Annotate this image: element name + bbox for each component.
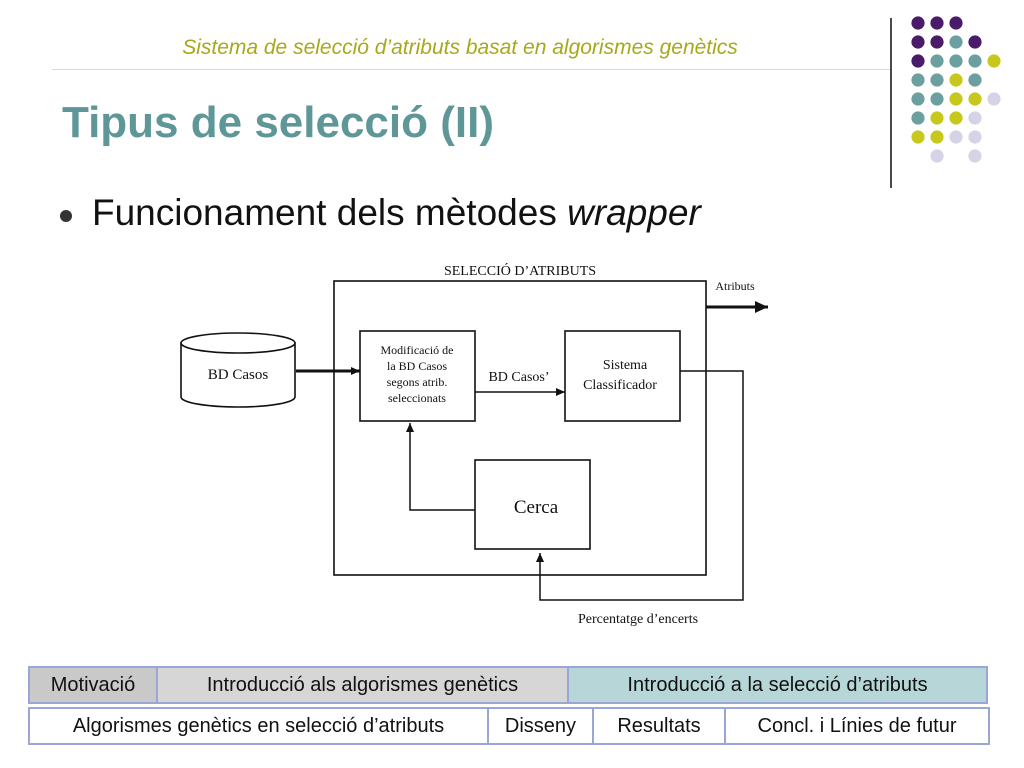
attribute-selection-box — [333, 280, 707, 576]
decorative-dot — [949, 54, 963, 68]
decorative-dot-grid — [911, 16, 1001, 163]
modify-db-box — [359, 330, 476, 422]
decorative-dot — [968, 149, 982, 163]
search-box — [474, 459, 591, 550]
decorative-dot — [911, 35, 925, 49]
bullet-text-main: Funcionament dels mètodes — [92, 192, 568, 233]
decorative-dot — [949, 73, 963, 87]
header-divider — [52, 69, 892, 70]
modify-line-2: la BD Casos — [387, 359, 447, 373]
nav-conclusions[interactable]: Concl. i Línies de futur — [724, 707, 990, 745]
database-label: BD Casos — [208, 367, 269, 383]
decorative-dot — [987, 54, 1001, 68]
search-label: Cerca — [514, 497, 559, 518]
nav-disseny[interactable]: Disseny — [487, 707, 594, 745]
vertical-divider — [890, 18, 892, 188]
decorative-dot — [949, 130, 963, 144]
nav-row-2: Algorismes genètics en selecció d’atribu… — [28, 707, 990, 745]
decorative-dot — [949, 111, 963, 125]
decorative-dot — [930, 111, 944, 125]
decorative-dot — [930, 149, 944, 163]
decorative-dot — [911, 130, 925, 144]
decorative-dot — [949, 92, 963, 106]
decorative-dot — [930, 35, 944, 49]
decorative-dot — [949, 16, 963, 30]
modify-line-3: segons atrib. — [387, 375, 448, 389]
decorative-dot — [968, 54, 982, 68]
feedback-label: Percentatge d’encerts — [578, 612, 698, 627]
classifier-line-2: Classificador — [583, 378, 657, 393]
modify-line-1: Modificació de — [381, 343, 454, 357]
decorative-dot — [911, 111, 925, 125]
decorative-dot — [930, 73, 944, 87]
decorative-dot — [911, 54, 925, 68]
nav-motivacio[interactable]: Motivació — [28, 666, 158, 704]
presentation-subtitle: Sistema de selecció d’atributs basat en … — [182, 36, 738, 59]
decorative-dot — [968, 35, 982, 49]
slide-title: Tipus de selecció (II) — [62, 98, 494, 147]
output-label: Atributs — [715, 279, 755, 293]
database-icon — [180, 332, 296, 408]
classifier-line-1: Sistema — [603, 358, 648, 373]
wrapper-diagram: SELECCIÓ D’ATRIBUTS Atributs BD Casos Mo… — [180, 262, 768, 627]
bullet-text: Funcionament dels mètodes wrapper — [92, 192, 701, 234]
bullet-text-emphasis: wrapper — [567, 192, 701, 233]
attribute-selection-label: SELECCIÓ D’ATRIBUTS — [444, 262, 596, 279]
feedback-arrow — [536, 370, 744, 601]
nav-row-1: Motivació Introducció als algorismes gen… — [28, 666, 988, 704]
nav-resultats[interactable]: Resultats — [592, 707, 726, 745]
classifier-box — [564, 330, 681, 422]
decorative-dot — [968, 92, 982, 106]
decorative-dot — [911, 73, 925, 87]
nav-genetic-attribute-selection[interactable]: Algorismes genètics en selecció d’atribu… — [28, 707, 489, 745]
search-to-modify-arrow — [406, 423, 475, 511]
nav-intro-attribute-selection[interactable]: Introducció a la selecció d’atributs — [567, 666, 988, 704]
decorative-dot — [930, 54, 944, 68]
nav-intro-genetic-algorithms[interactable]: Introducció als algorismes genètics — [156, 666, 569, 704]
decorative-dot — [930, 130, 944, 144]
bullet-dot-icon — [60, 210, 72, 222]
decorative-dot — [968, 111, 982, 125]
decorative-dot — [930, 92, 944, 106]
decorative-dot — [987, 92, 1001, 106]
modify-line-4: seleccionats — [388, 391, 446, 405]
decorative-dot — [911, 92, 925, 106]
decorative-dot — [930, 16, 944, 30]
decorative-dot — [968, 130, 982, 144]
modified-db-label: BD Casos’ — [488, 370, 549, 385]
decorative-dot — [911, 16, 925, 30]
decorative-dot — [968, 73, 982, 87]
decorative-dot — [949, 35, 963, 49]
